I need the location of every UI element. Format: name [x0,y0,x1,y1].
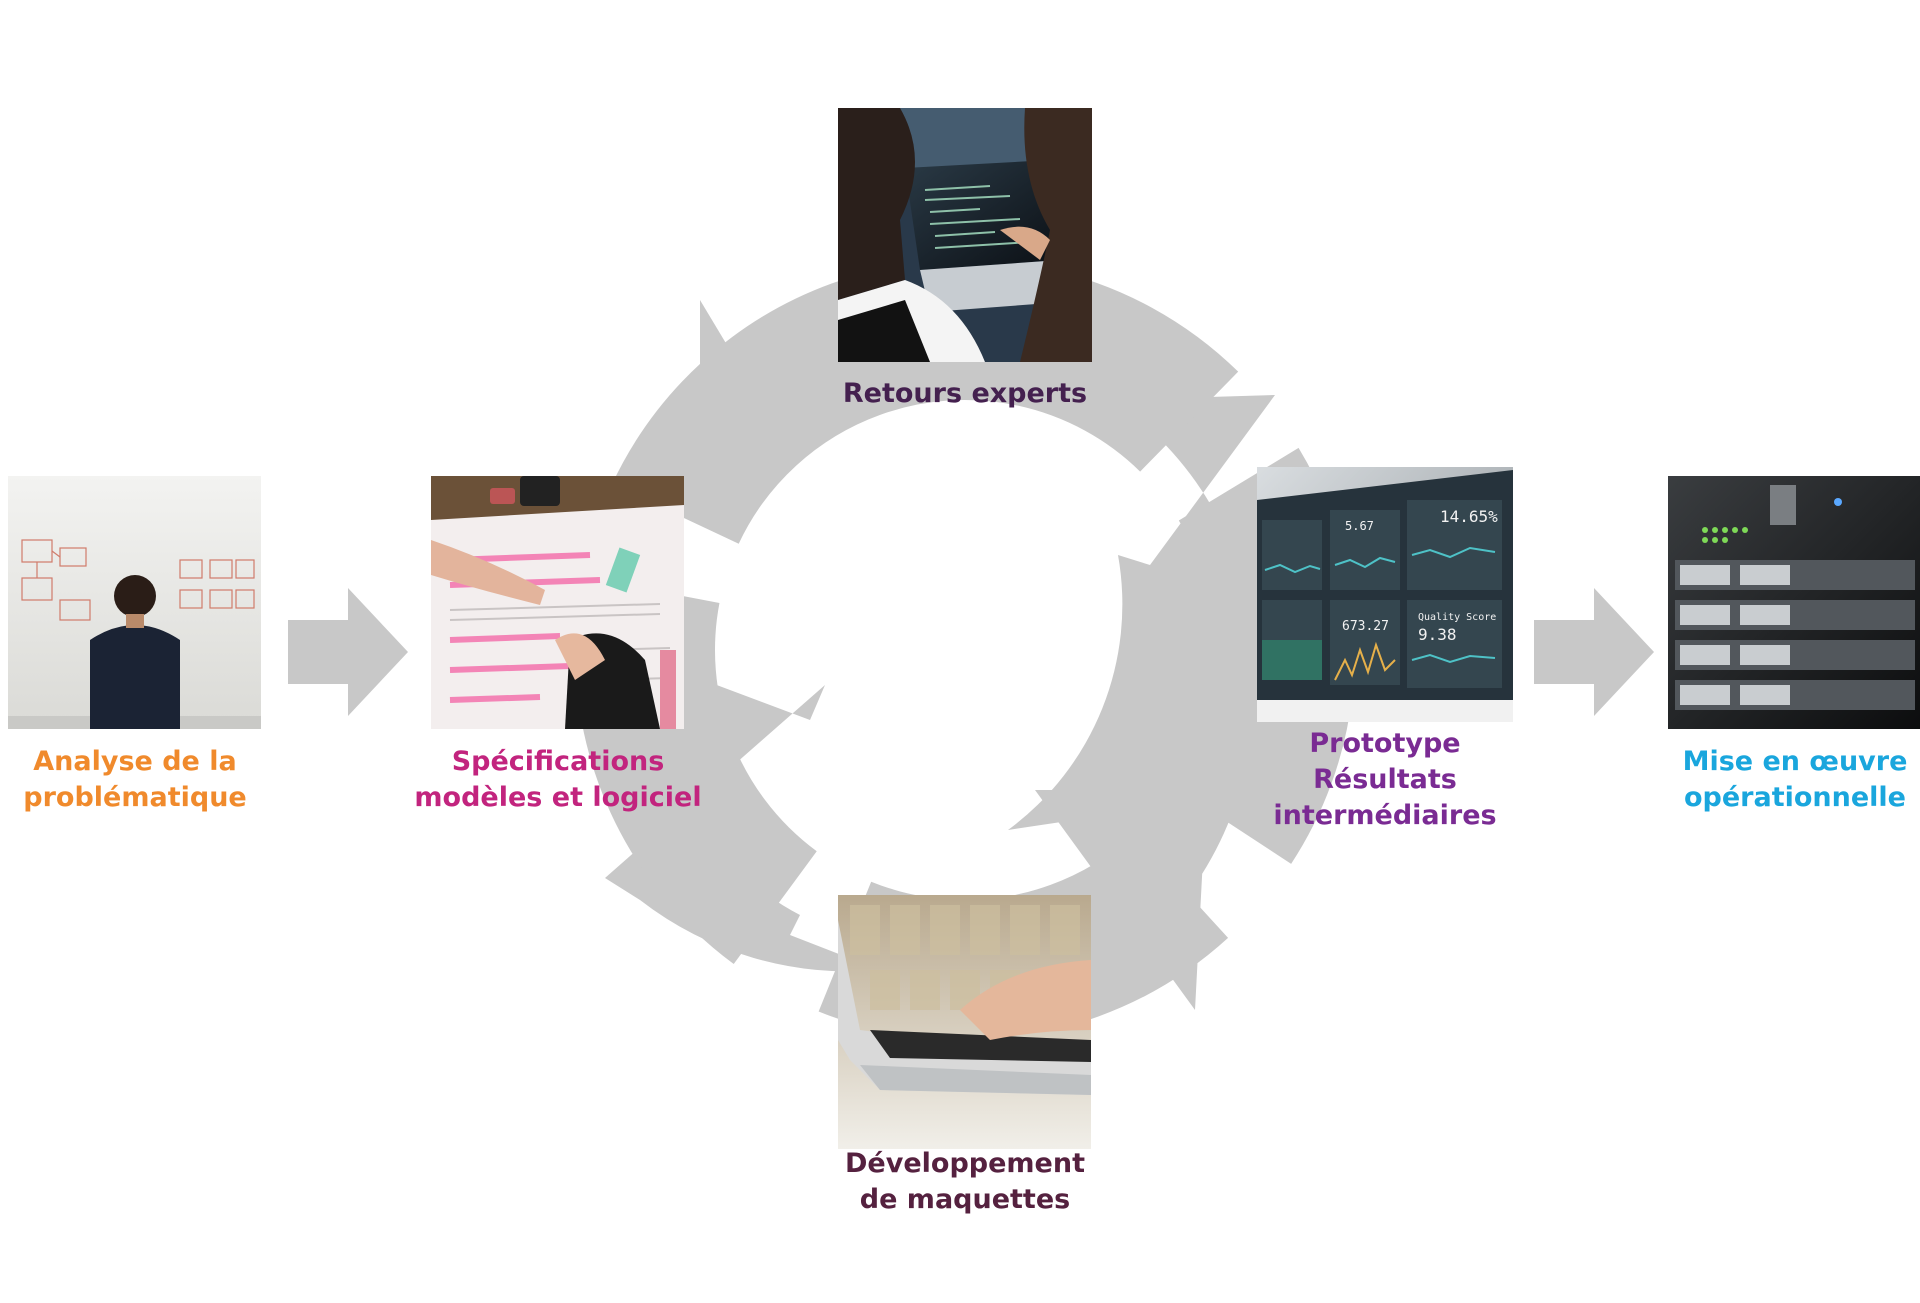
deploy-label-line-2: opérationnelle [1683,782,1906,813]
step-label-analysis: Analyse de la problématique [10,744,260,816]
dashboard-screens-photo-icon: 14.65% 5.67 673.27 Quality Score 9.38 [1257,467,1513,722]
step-label-prototype: Prototype Résultats intermédiaires [1230,726,1540,834]
svg-text:5.67: 5.67 [1345,519,1374,533]
arrow-prototype-to-deploy [1534,588,1654,716]
whiteboard-photo-icon [8,476,261,729]
prototype-label-line-1: Prototype [1309,728,1461,759]
deploy-label-line-1: Mise en œuvre [1682,746,1908,777]
experts-label-line-1: Retours experts [842,378,1088,409]
specs-label-line-2: modèles et logiciel [414,782,702,813]
svg-text:9.38: 9.38 [1418,625,1457,644]
arrow-analysis-to-specs [288,588,408,716]
analysis-label-line-1: Analyse de la [33,746,237,777]
svg-text:673.27: 673.27 [1342,619,1389,634]
specs-label-line-1: Spécifications [451,746,665,777]
dev-label-line-1: Développement [845,1148,1085,1179]
prototype-label-line-2: Résultats [1313,764,1457,795]
analysis-label-line-2: problématique [23,782,247,813]
step-label-specs: Spécifications modèles et logiciel [408,744,708,816]
step-label-experts: Retours experts [800,376,1130,412]
laptop-review-photo-icon [838,108,1092,362]
step-label-deploy: Mise en œuvre opérationnelle [1645,744,1920,816]
svg-text:Quality Score: Quality Score [1418,612,1496,623]
dev-label-line-2: de maquettes [859,1184,1071,1215]
typing-laptop-photo-icon [838,895,1091,1149]
step-label-dev: Développement de maquettes [800,1146,1130,1218]
document-annotation-photo-icon [431,476,684,729]
server-rack-photo-icon [1668,476,1920,729]
prototype-label-line-3: intermédiaires [1273,800,1497,831]
svg-text:14.65%: 14.65% [1440,507,1498,526]
